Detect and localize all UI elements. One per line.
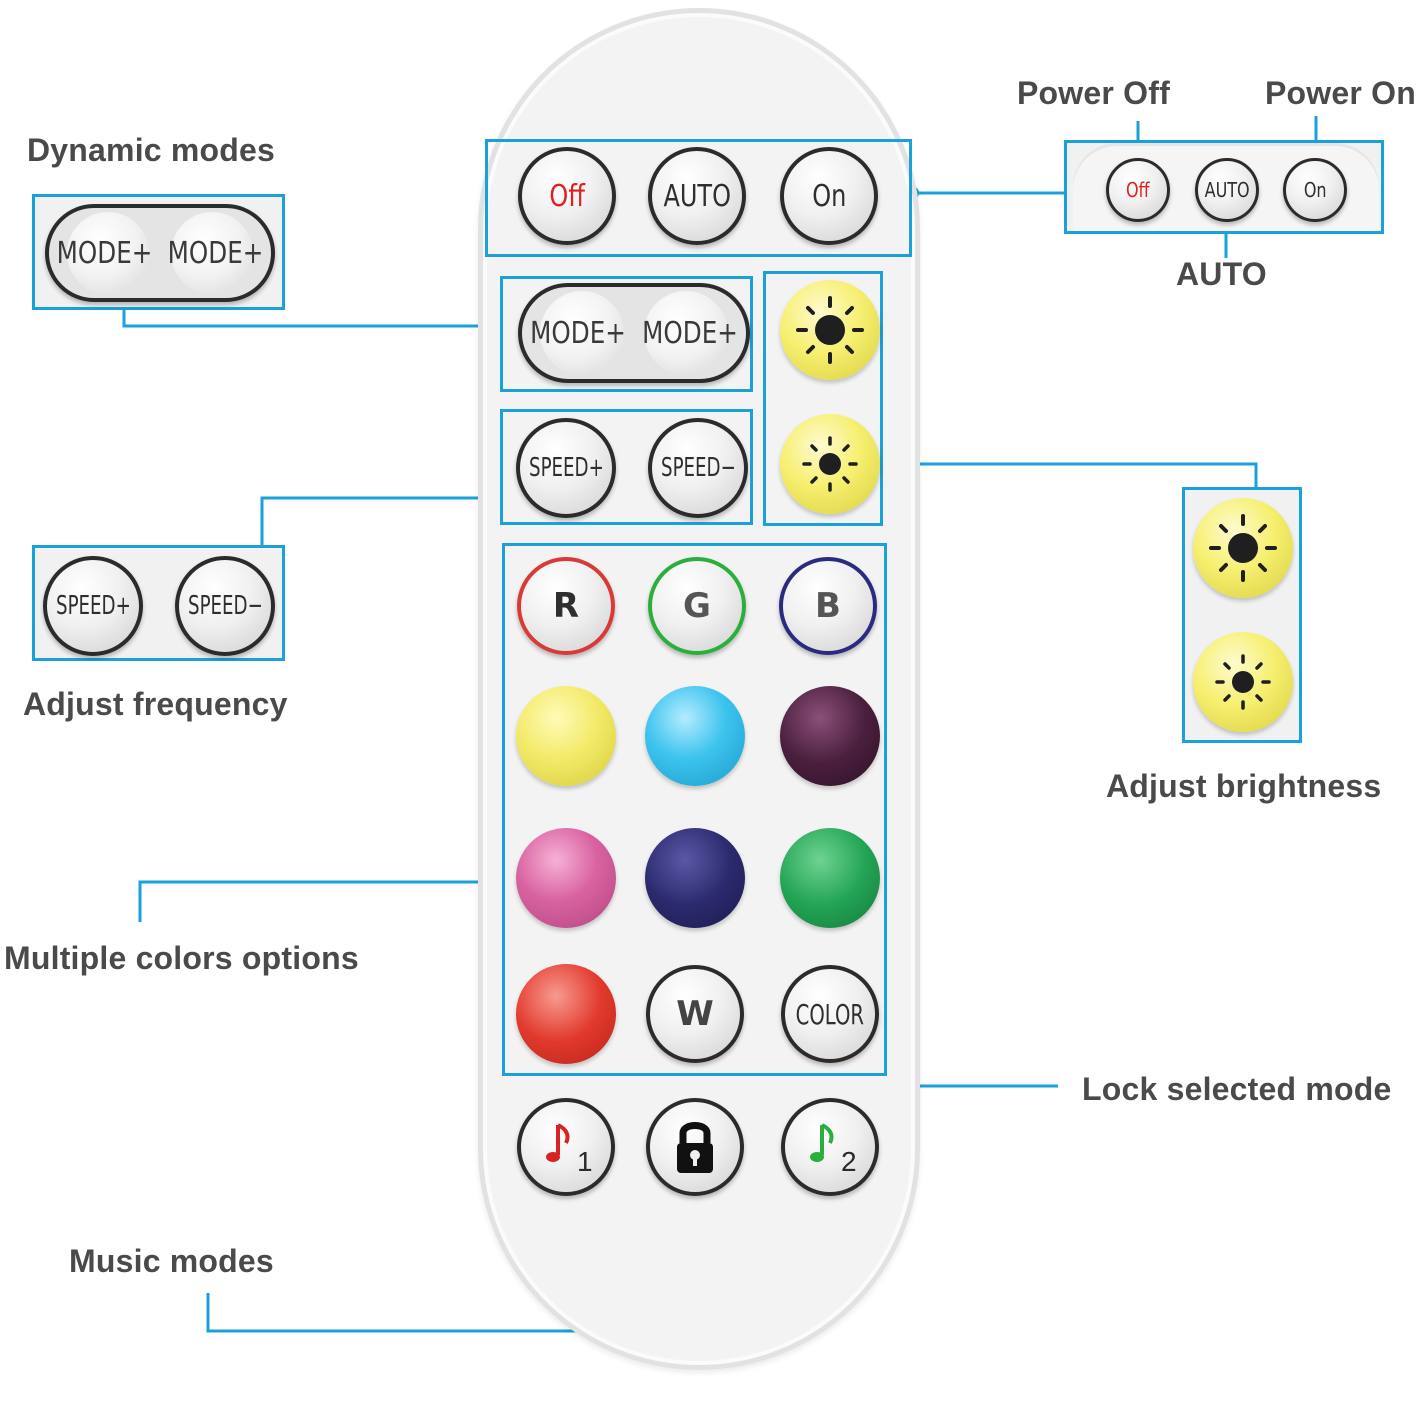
red-color-button[interactable] — [516, 964, 616, 1064]
power-on-label: Power On — [1265, 75, 1416, 111]
adjust-frequency-label: Adjust frequency — [23, 686, 288, 722]
auto-button[interactable]: AUTO — [648, 147, 746, 245]
zoom-speed-minus-label: SPEED− — [187, 591, 263, 621]
zoom-on-label: On — [1303, 178, 1327, 202]
multiple-colors-label: Multiple colors options — [4, 940, 359, 976]
zoom-auto: AUTO — [1195, 158, 1259, 222]
color-button[interactable]: COLOR — [781, 965, 879, 1063]
g-label: G — [683, 586, 711, 626]
mode-plus-right-button[interactable]: MODE+ — [642, 315, 738, 351]
b-label: B — [815, 586, 841, 626]
zoom-speed-plus: SPEED+ — [43, 556, 143, 656]
music-note-icon-2 — [810, 1123, 834, 1162]
music-2-sub: 2 — [841, 1146, 857, 1177]
dynamic-modes-zoom: MODE+ MODE+ — [32, 194, 285, 310]
brightness-down-button[interactable] — [780, 414, 880, 514]
power-off-label: Power Off — [1017, 75, 1170, 111]
mode-plus-left-button[interactable]: MODE+ — [530, 315, 626, 351]
music-note-icon — [546, 1123, 570, 1162]
speed-minus-label: SPEED− — [660, 453, 736, 483]
lock-button[interactable] — [646, 1098, 744, 1196]
mode-blob-right — [644, 291, 728, 375]
zoom-blob-left — [67, 212, 149, 294]
auto-label: AUTO — [1176, 256, 1267, 292]
adjust-brightness-label: Adjust brightness — [1106, 768, 1382, 804]
pink-color-button[interactable] — [516, 828, 616, 928]
callout-frequency — [260, 496, 500, 546]
music-modes-label: Music modes — [69, 1243, 274, 1279]
brightness-zoom — [1182, 487, 1302, 743]
off-button[interactable]: Off — [518, 147, 616, 245]
power-group-box — [485, 139, 912, 257]
indigo-color-button[interactable] — [645, 828, 745, 928]
zoom-sun-down — [1193, 632, 1293, 732]
speed-group-box — [500, 409, 753, 525]
callout-dynamic — [122, 309, 500, 328]
music-1-sub: 1 — [577, 1146, 593, 1177]
adjust-frequency-zoom: SPEED+ SPEED− — [32, 545, 285, 661]
sun-small-icon — [802, 436, 858, 492]
speed-minus-button[interactable]: SPEED− — [648, 418, 748, 518]
brightness-up-button[interactable] — [780, 280, 880, 380]
sun-large-icon — [796, 296, 864, 364]
mode-group-box — [500, 276, 753, 392]
brightness-group-box — [763, 271, 883, 526]
callout-colors — [138, 880, 500, 922]
blue-button[interactable]: B — [779, 557, 877, 655]
zoom-mode-plus-left: MODE+ — [56, 235, 153, 271]
zoom-blob-right — [171, 212, 253, 294]
callout-brightness — [882, 462, 1258, 487]
zoom-auto-label: AUTO — [1204, 178, 1250, 202]
yellow-color-button[interactable] — [516, 686, 616, 786]
off-label: Off — [549, 178, 585, 214]
green-color-button[interactable] — [780, 828, 880, 928]
zoom-speed-plus-label: SPEED+ — [55, 591, 131, 621]
w-label: W — [676, 994, 714, 1034]
r-label: R — [552, 586, 580, 626]
zoom-off: Off — [1106, 158, 1170, 222]
power-zoom: Off AUTO On — [1064, 140, 1384, 234]
speed-plus-label: SPEED+ — [528, 453, 604, 483]
sun-large-icon-zoom — [1209, 514, 1277, 582]
music-mode-1-button[interactable]: 1 — [517, 1098, 615, 1196]
plum-color-button[interactable] — [780, 686, 880, 786]
cyan-color-button[interactable] — [645, 686, 745, 786]
zoom-sun-up — [1193, 498, 1293, 598]
green-button[interactable]: G — [648, 557, 746, 655]
on-button[interactable]: On — [780, 147, 878, 245]
mode-pill[interactable]: MODE+ MODE+ — [518, 283, 750, 383]
auto-label: AUTO — [663, 178, 731, 214]
speed-plus-button[interactable]: SPEED+ — [516, 418, 616, 518]
lock-icon — [677, 1122, 713, 1173]
zoom-off-label: Off — [1126, 178, 1150, 202]
zoom-speed-minus: SPEED− — [175, 556, 275, 656]
music-mode-2-button[interactable]: 2 — [781, 1098, 879, 1196]
mode-blob-left — [540, 291, 624, 375]
on-label: On — [811, 178, 847, 214]
zoom-mode-pill: MODE+ MODE+ — [45, 204, 275, 302]
white-button[interactable]: W — [646, 965, 744, 1063]
sun-small-icon-zoom — [1215, 654, 1271, 710]
color-group-box — [502, 543, 887, 1076]
lock-selected-mode-label: Lock selected mode — [1082, 1071, 1392, 1107]
zoom-mode-plus-right: MODE+ — [167, 235, 264, 271]
zoom-on: On — [1283, 158, 1347, 222]
color-label: COLOR — [795, 997, 865, 1031]
red-button[interactable]: R — [517, 557, 615, 655]
dynamic-modes-label: Dynamic modes — [27, 132, 276, 168]
